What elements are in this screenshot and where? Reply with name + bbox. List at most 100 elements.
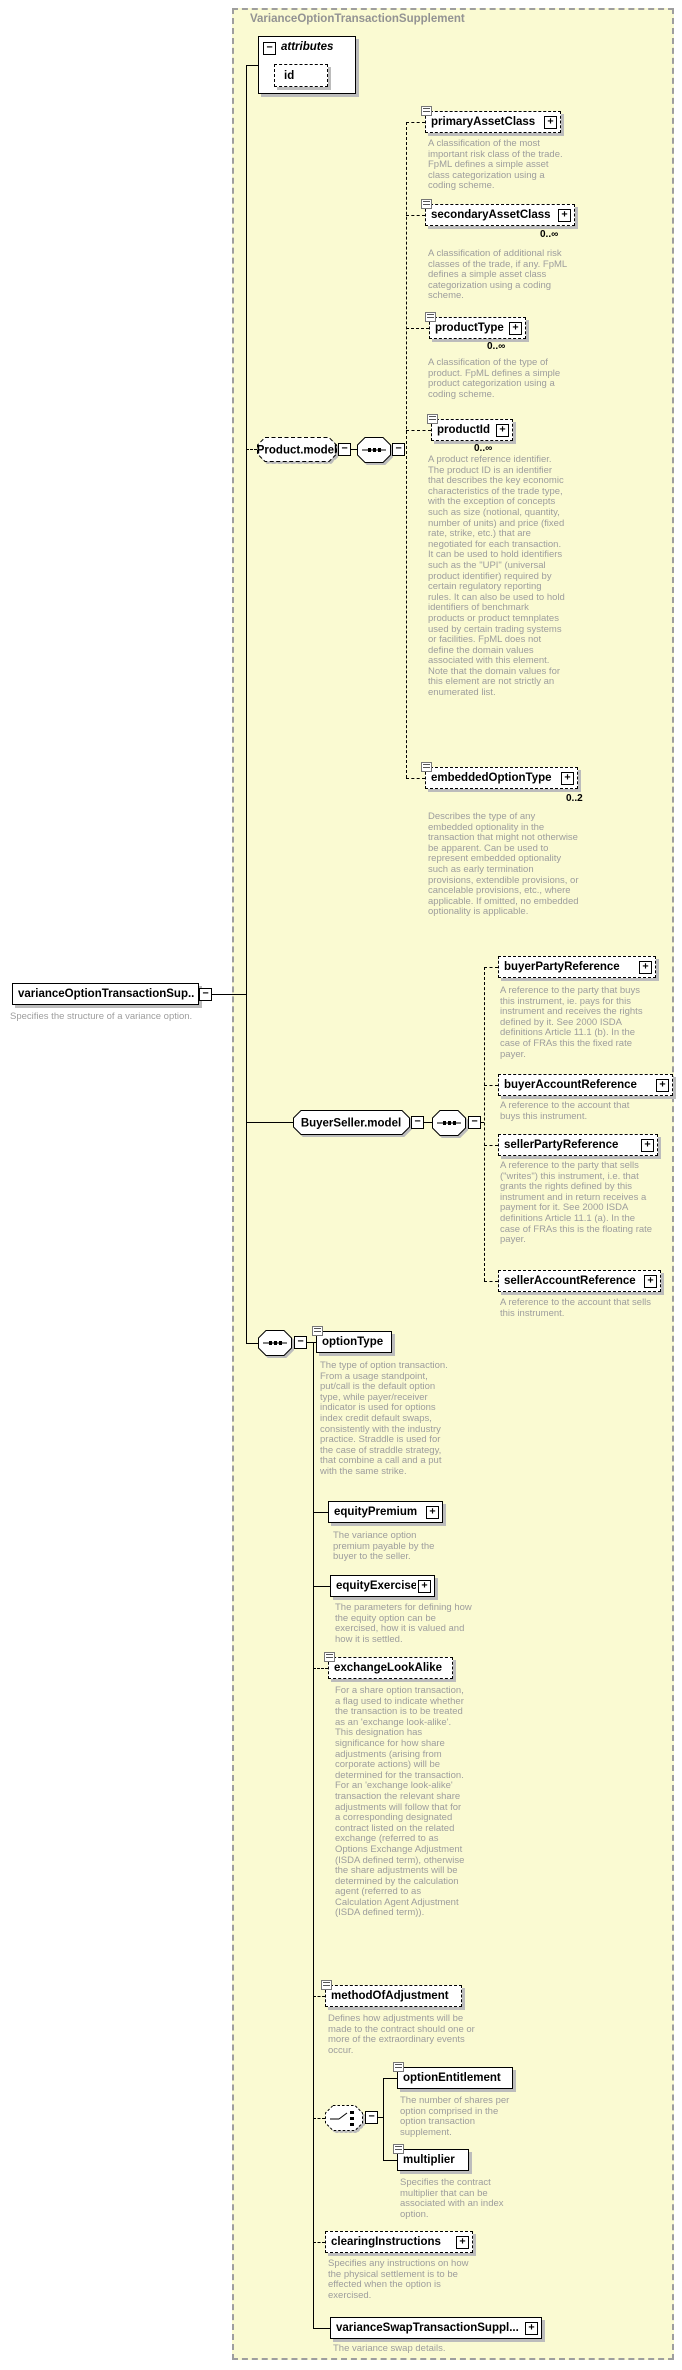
element-description: The variance swap details. [333,2343,446,2354]
expand-icon[interactable]: + [544,115,557,129]
element-description: A reference to the party that sells ("wr… [500,1160,653,1246]
element-buyerAccountReference[interactable]: buyerAccountReference + [498,1074,673,1096]
element-label: optionType [322,1336,384,1348]
sequence-icon[interactable] [357,437,391,468]
annotation-icon [321,1980,332,1990]
element-description: A reference to the party that buys this … [500,985,643,1060]
expand-icon[interactable]: + [641,1138,654,1152]
connector [383,2160,397,2161]
connector [406,122,425,123]
connector [212,994,246,995]
connector [424,1122,432,1123]
element-description: A product reference identifier. The prod… [428,454,565,699]
element-label: buyerPartyReference [504,961,620,973]
element-description: The parameters for defining how the equi… [335,1602,472,1645]
element-label: clearingInstructions [331,2236,441,2248]
element-description: A classification of the type of product.… [428,357,561,400]
connector [246,65,258,66]
collapse-icon[interactable]: − [338,443,351,456]
collapse-icon[interactable]: − [263,42,276,55]
cardinality: 0..2 [566,793,583,804]
content-spine [246,65,247,1343]
expand-icon[interactable]: + [426,1505,439,1519]
annotation-icon [324,1652,335,1662]
element-multiplier[interactable]: multiplier [393,2144,469,2171]
element-optionType[interactable]: optionType [312,1326,392,1353]
element-description: The type of option transaction. From a u… [320,1360,448,1477]
connector [313,2118,325,2119]
element-productId[interactable]: productId + [427,414,513,441]
attribute-id-label: id [284,69,295,82]
expand-icon[interactable]: + [644,1274,657,1288]
annotation-icon [421,199,432,209]
element-sellerAccountReference[interactable]: sellerAccountReference + [498,1270,661,1292]
element-methodOfAdjustment[interactable]: methodOfAdjustment [321,1980,462,2007]
svg-text:BuyerSeller.model: BuyerSeller.model [301,1118,401,1130]
collapse-icon[interactable]: − [411,1116,424,1129]
choice-icon[interactable] [325,2105,363,2136]
element-label: equityExercise [336,1580,416,1592]
element-optionEntitlement[interactable]: optionEntitlement [393,2062,513,2089]
element-description: Specifies any instructions on how the ph… [328,2258,469,2301]
sequence-icon[interactable] [432,1110,466,1141]
collapse-icon[interactable]: − [392,443,405,456]
collapse-icon[interactable]: − [365,2111,378,2124]
cardinality: 0..∞ [487,341,506,352]
element-exchangeLookAlike[interactable]: exchangeLookAlike [324,1652,453,1679]
element-primaryAssetClass[interactable]: primaryAssetClass + [421,106,561,133]
model-group-buyer-seller[interactable]: BuyerSeller.model [293,1110,410,1140]
annotation-icon [312,1326,323,1336]
annotation-icon [427,414,438,424]
expand-icon[interactable]: + [525,2321,538,2335]
element-embeddedOptionType[interactable]: embeddedOptionType + [421,762,578,789]
element-description: A reference to the account that buys thi… [500,1100,630,1122]
attribute-id[interactable]: id [274,64,328,87]
model-group-product[interactable]: Product.model [257,437,337,467]
element-description: The number of shares per option comprise… [400,2095,510,2138]
collapse-icon[interactable]: − [294,1336,307,1349]
element-clearingInstructions[interactable]: clearingInstructions + [325,2231,473,2253]
collapse-icon[interactable]: − [468,1116,481,1129]
element-sellerPartyReference[interactable]: sellerPartyReference + [498,1134,658,1156]
element-label: optionEntitlement [403,2072,501,2084]
connector [246,1122,293,1123]
expand-icon[interactable]: + [456,2235,469,2249]
connector [313,1512,328,1513]
connector [481,1122,484,1123]
element-varianceSwapTransactionSupplement[interactable]: varianceSwapTransactionSuppl... + [330,2317,542,2339]
element-equityPremium[interactable]: equityPremium + [328,1501,443,1523]
element-label: sellerPartyReference [504,1139,619,1151]
collapse-icon[interactable]: − [199,988,212,1001]
element-productType[interactable]: productType + [425,312,526,339]
element-label: productId [437,424,491,436]
element-description: For a share option transaction, a flag u… [335,1685,465,1919]
element-description: A classification of additional risk clas… [428,248,567,302]
expand-icon[interactable]: + [496,423,509,437]
element-label: varianceOptionTransactionSup... [18,988,195,1000]
expand-icon[interactable]: + [639,960,652,974]
child-spine [484,967,485,1281]
element-description: A reference to the account that sells th… [500,1297,652,1319]
element-varianceOptionTransactionSupplement[interactable]: varianceOptionTransactionSup... [12,983,199,1005]
element-description: Specifies the contract multiplier that c… [400,2177,504,2220]
element-label: multiplier [403,2154,455,2166]
element-secondaryAssetClass[interactable]: secondaryAssetClass + [421,199,575,226]
element-label: embeddedOptionType [431,772,552,784]
element-description: Describes the type of any embedded optio… [428,811,579,918]
complextype-frame [232,8,674,2360]
element-buyerPartyReference[interactable]: buyerPartyReference + [498,956,656,978]
connector [406,778,425,779]
expand-icon[interactable]: + [418,1579,431,1593]
element-label: methodOfAdjustment [331,1990,449,2002]
cardinality: 0..∞ [540,229,559,240]
attributes-label: attributes [281,41,334,53]
annotation-icon [393,2144,404,2154]
sequence-icon[interactable] [258,1330,292,1361]
attributes-box: − attributes id [258,36,356,94]
expand-icon[interactable]: + [561,771,574,785]
expand-icon[interactable]: + [656,1078,669,1092]
element-label: productType [435,322,504,334]
element-equityExercise[interactable]: equityExercise + [330,1575,435,1597]
expand-icon[interactable]: + [509,321,522,335]
expand-icon[interactable]: + [558,208,571,222]
